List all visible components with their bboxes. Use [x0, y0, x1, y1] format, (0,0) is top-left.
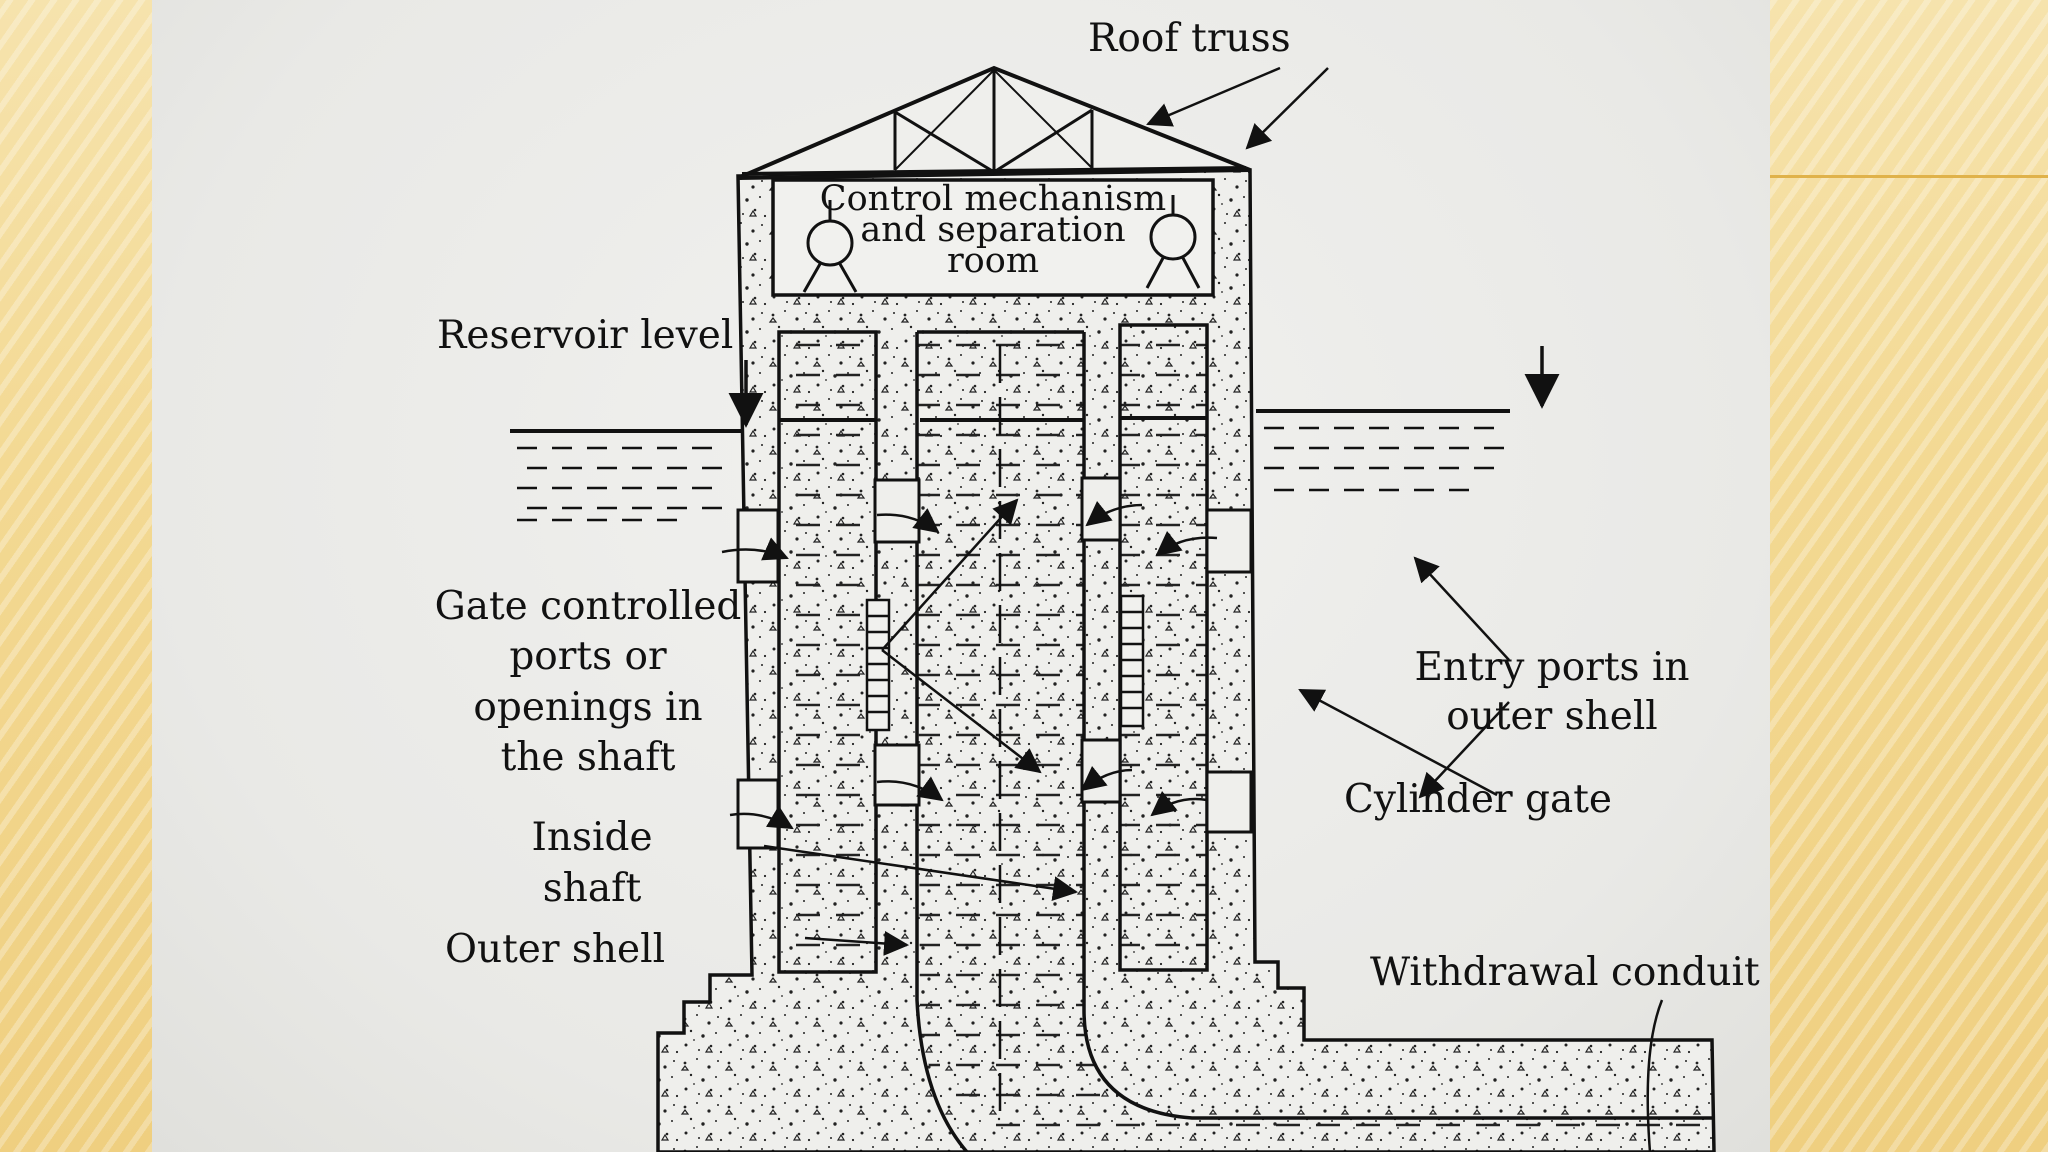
label-gate-ports-line2: ports or [509, 634, 667, 679]
scanned-page: Roof truss Control mechanism and separat… [152, 0, 1770, 1152]
intake-tower-diagram [510, 65, 1716, 1152]
label-cylinder-gate: Cylinder gate [1344, 777, 1612, 822]
label-roof-truss: Roof truss [1088, 16, 1291, 61]
label-gate-ports-line3: openings in [473, 685, 703, 730]
label-inside-shaft-line1: Inside [531, 815, 653, 860]
label-gate-ports-line1: Gate controlled [434, 584, 742, 629]
slide-background-right [1770, 0, 2048, 1152]
label-inside-shaft-line2: shaft [542, 866, 642, 911]
label-entry-ports-line1: Entry ports in [1414, 645, 1690, 690]
label-control-room-line2: and separation [860, 210, 1126, 250]
label-reservoir-level: Reservoir level [437, 313, 734, 358]
slide-accent-line [1770, 175, 2048, 178]
label-outer-shell: Outer shell [445, 927, 666, 972]
label-gate-ports-line4: the shaft [500, 735, 676, 780]
label-control-room-line3: room [946, 241, 1040, 281]
label-control-room-line1: Control mechanism [819, 179, 1167, 219]
label-withdrawal-conduit: Withdrawal conduit [1370, 950, 1760, 995]
slide-background-left [0, 0, 152, 1152]
label-entry-ports-line2: outer shell [1446, 694, 1658, 739]
